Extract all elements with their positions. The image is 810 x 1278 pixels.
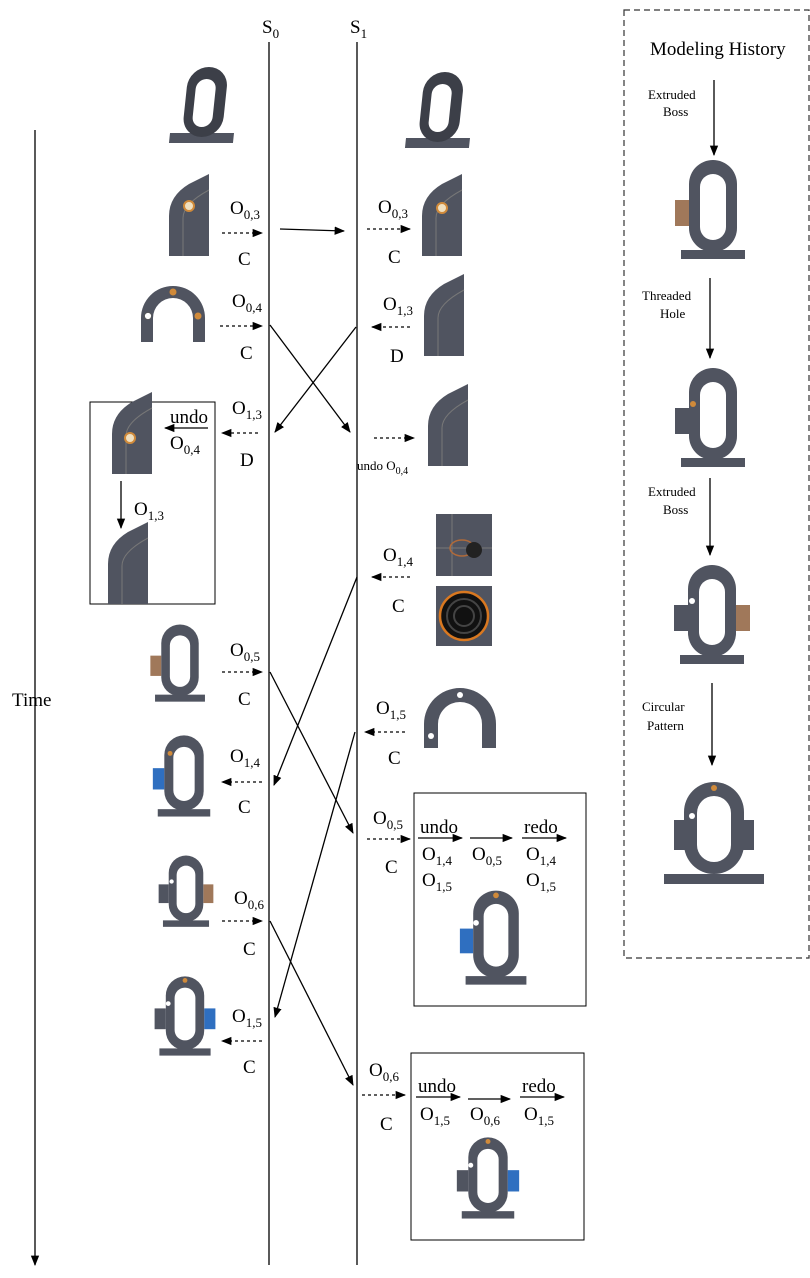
bot-undo-label: undo [418, 1076, 456, 1097]
box-arc-no-hole [107, 521, 149, 605]
transform-box-bottom [410, 1052, 585, 1241]
op-o04-s0: O0,4 [232, 291, 262, 315]
broadcast-o14 [273, 576, 358, 786]
mid-box-model [459, 890, 527, 985]
thread-hole-s1 [436, 586, 492, 646]
history-step-1-line1: Extruded [648, 87, 696, 102]
broadcast-o04 [269, 324, 351, 433]
op-o05-s0: O0,5 [230, 640, 260, 664]
box-undo-label: undo [170, 407, 208, 428]
mid-op: O0,5 [472, 844, 502, 868]
bot-mid-op: O0,6 [470, 1104, 500, 1128]
broadcast-o15 [273, 731, 356, 1019]
mid-undo-op-2: O1,5 [422, 870, 452, 894]
op-o13-s0: O1,3 [232, 398, 262, 422]
undo-inline-label: undo O0,4 [357, 458, 408, 477]
thread-detail-s1 [436, 514, 492, 576]
box-undo-op: O0,4 [170, 433, 200, 457]
op-o06-s0: O0,6 [234, 888, 264, 912]
op-type: C [388, 247, 401, 268]
arc-with-hole-s1 [421, 173, 463, 257]
broadcast-o13 [274, 326, 357, 433]
transform-box-mid [413, 792, 587, 1007]
op-type: C [388, 748, 401, 769]
model-o15-s0 [154, 976, 216, 1056]
history-step-2-line1: Threaded [642, 288, 692, 303]
op-type: C [380, 1114, 393, 1135]
mid-redo-label: redo [524, 817, 558, 838]
history-step-2-line2: Hole [660, 306, 686, 321]
op-o05-s1: O0,5 [373, 808, 403, 832]
bot-redo-label: redo [522, 1076, 556, 1097]
history-step-3-line2: Boss [663, 502, 688, 517]
op-type: C [243, 939, 256, 960]
bot-undo-op: O1,5 [420, 1104, 450, 1128]
broadcast-o03 [279, 226, 346, 235]
site-s1-label: S1 [350, 17, 367, 41]
site-s0-label: S0 [262, 17, 279, 41]
mid-undo-label: undo [420, 817, 458, 838]
op-o14-s1: O1,4 [383, 545, 413, 569]
history-step-4-line2: Pattern [647, 718, 684, 733]
history-step-3-line1: Extruded [648, 484, 696, 499]
history-model-2 [675, 368, 745, 467]
box-step-op: O1,3 [134, 499, 164, 523]
op-type: C [240, 343, 253, 364]
op-o13-s1: O1,3 [383, 294, 413, 318]
op-type: C [238, 249, 251, 270]
arc-no-hole-s1 [423, 273, 465, 357]
mid-redo-op-2: O1,5 [526, 870, 556, 894]
box-arc-with-hole [111, 391, 153, 475]
op-type: D [240, 450, 254, 471]
mid-undo-op-1: O1,4 [422, 844, 452, 868]
bot-box-model [456, 1137, 520, 1219]
history-title: Modeling History [650, 39, 786, 60]
transform-box-s0 [89, 401, 216, 605]
history-model-3 [674, 565, 750, 664]
op-type: D [390, 346, 404, 367]
initial-model-s1 [404, 72, 471, 148]
history-model-4 [664, 782, 764, 884]
history-step-1-line2: Boss [663, 104, 688, 119]
history-step-4-line1: Circular [642, 699, 685, 714]
mid-redo-op-1: O1,4 [526, 844, 556, 868]
op-type: C [385, 857, 398, 878]
initial-model-s0 [168, 67, 235, 143]
op-type: C [238, 689, 251, 710]
model-o06-s0 [158, 855, 214, 927]
bot-redo-op: O1,5 [524, 1104, 554, 1128]
op-o06-s1: O0,6 [369, 1060, 399, 1084]
arch-o15-s1 [424, 688, 496, 748]
op-o15-s0: O1,5 [232, 1006, 262, 1030]
broadcast-o06 [269, 920, 354, 1086]
op-type: C [392, 596, 405, 617]
broadcast-o05 [269, 671, 354, 834]
time-label: Time [12, 690, 51, 711]
model-o14-s0 [152, 735, 211, 817]
arc-with-hole-s0 [168, 173, 210, 257]
arc-after-undo-s1 [427, 383, 469, 467]
history-model-1 [675, 160, 745, 259]
model-o05-s0 [150, 624, 205, 702]
op-o15-s1: O1,5 [376, 698, 406, 722]
op-o03-s0: O0,3 [230, 198, 260, 222]
op-o14-s0: O1,4 [230, 746, 260, 770]
op-o03-s1: O0,3 [378, 197, 408, 221]
op-type: C [243, 1057, 256, 1078]
op-type: C [238, 797, 251, 818]
arch-with-holes-s0 [141, 286, 205, 342]
modeling-history-panel [623, 9, 810, 959]
